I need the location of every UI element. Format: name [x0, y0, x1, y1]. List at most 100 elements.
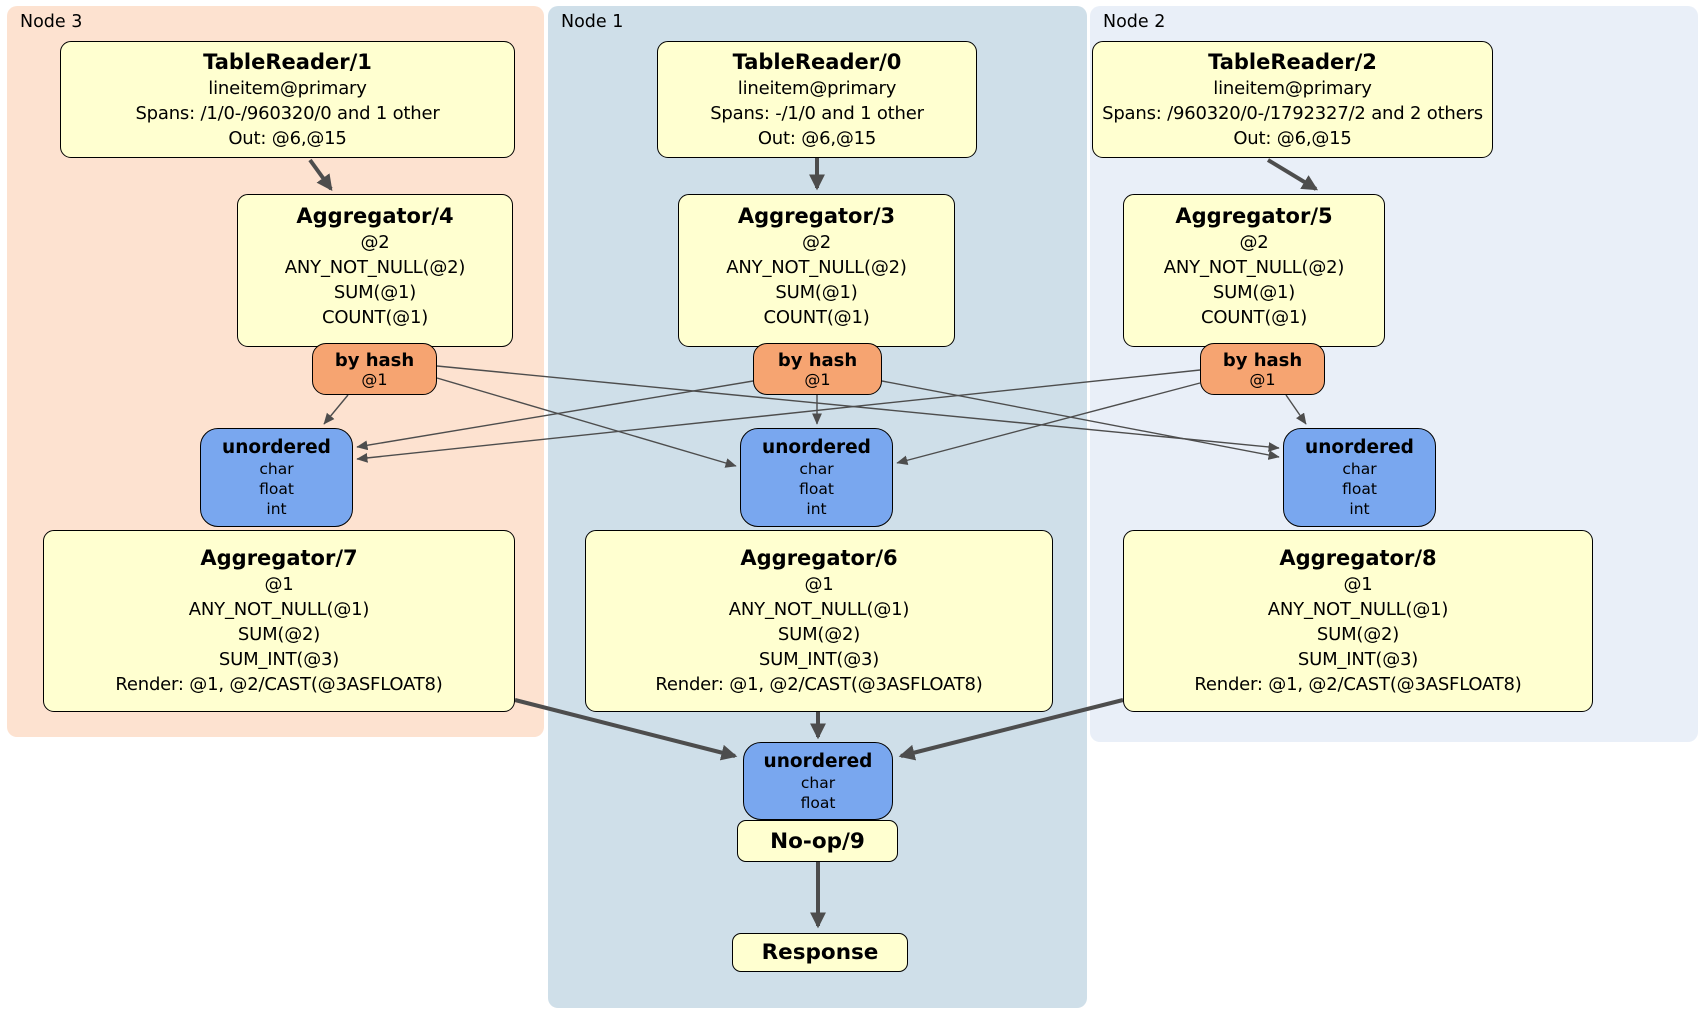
router-key: @1 — [804, 369, 831, 389]
processor-tablereader-2: TableReader/2 lineitem@primary Spans: /9… — [1092, 41, 1493, 158]
processor-title: TableReader/1 — [203, 49, 372, 74]
router-title: by hash — [777, 349, 858, 371]
router-key: @1 — [1249, 369, 1276, 389]
router-title: by hash — [334, 349, 415, 371]
processor-detail: ANY_NOT_NULL(@1) — [188, 599, 370, 620]
processor-detail: Render: @1, @2/CAST(@3ASFLOAT8) — [115, 674, 443, 695]
sync-column-type: int — [806, 500, 827, 518]
sync-title: unordered — [763, 750, 873, 772]
sync-title: unordered — [762, 437, 871, 458]
processor-detail: Spans: -/1/0 and 1 other — [710, 102, 924, 124]
processor-aggregator-5: Aggregator/5 @2 ANY_NOT_NULL(@2) SUM(@1)… — [1123, 194, 1385, 347]
processor-detail: COUNT(@1) — [321, 307, 429, 328]
sync-column-type: char — [800, 773, 836, 792]
response-box: Response — [732, 933, 908, 972]
node3-label: Node 3 — [20, 12, 83, 32]
processor-detail: @1 — [1343, 574, 1373, 595]
processor-title: TableReader/0 — [732, 49, 902, 74]
processor-detail: ANY_NOT_NULL(@1) — [1267, 599, 1449, 620]
node1-label: Node 1 — [561, 12, 624, 32]
processor-aggregator-8: Aggregator/8 @1 ANY_NOT_NULL(@1) SUM(@2)… — [1123, 530, 1593, 712]
processor-detail: Out: @6,@15 — [1233, 127, 1352, 149]
processor-detail: lineitem@primary — [737, 77, 897, 99]
processor-detail: SUM_INT(@3) — [1297, 649, 1419, 670]
processor-title: TableReader/2 — [1208, 49, 1377, 74]
edge-tr2-agg5 — [1266, 158, 1319, 191]
processor-detail: @1 — [804, 574, 834, 595]
processor-detail: ANY_NOT_NULL(@2) — [284, 257, 466, 278]
processor-detail: Out: @6,@15 — [228, 127, 347, 149]
processor-detail: lineitem@primary — [1213, 77, 1372, 99]
sync-column-type: char — [1342, 460, 1377, 478]
processor-detail: Spans: /960320/0-/1792327/2 and 2 others — [1102, 102, 1483, 124]
unordered-sync-middle: unordered char float int — [740, 428, 893, 527]
sync-column-type: int — [266, 500, 287, 518]
processor-detail: COUNT(@1) — [763, 307, 870, 328]
node2-label: Node 2 — [1103, 12, 1166, 32]
processor-noop-9: No-op/9 — [737, 820, 898, 862]
edge-hashR-syncM — [896, 382, 1201, 466]
processor-aggregator-7: Aggregator/7 @1 ANY_NOT_NULL(@1) SUM(@2)… — [43, 530, 515, 712]
processor-detail: SUM_INT(@3) — [758, 649, 880, 670]
processor-detail: ANY_NOT_NULL(@1) — [728, 599, 910, 620]
processor-detail: SUM(@2) — [237, 624, 321, 645]
sync-column-type: float — [1342, 480, 1377, 498]
processor-detail: SUM(@1) — [1212, 282, 1296, 303]
edge-hashL-syncR — [436, 365, 1280, 452]
processor-detail: @2 — [360, 232, 390, 253]
processor-title: Aggregator/8 — [1279, 546, 1437, 570]
edge-tr1-agg4 — [308, 158, 333, 191]
sync-title: unordered — [1305, 437, 1414, 458]
processor-detail: SUM(@2) — [777, 624, 861, 645]
sync-column-type: float — [800, 793, 836, 812]
processor-detail: ANY_NOT_NULL(@2) — [726, 257, 907, 278]
processor-title: Aggregator/6 — [740, 546, 898, 570]
processor-title: Aggregator/3 — [737, 204, 896, 228]
sync-column-type: float — [259, 480, 294, 498]
processor-detail: @2 — [801, 232, 832, 253]
edge-hashL-syncM — [436, 377, 737, 468]
processor-detail: lineitem@primary — [208, 77, 367, 99]
edge-hashM-syncL — [356, 380, 754, 451]
hash-router-middle: by hash @1 — [753, 343, 882, 395]
sync-title: unordered — [222, 437, 331, 458]
processor-detail: ANY_NOT_NULL(@2) — [1163, 257, 1345, 278]
unordered-sync-right: unordered char float int — [1283, 428, 1436, 527]
processor-detail: Out: @6,@15 — [757, 127, 877, 149]
processor-detail: Render: @1, @2/CAST(@3ASFLOAT8) — [655, 674, 983, 695]
processor-aggregator-4: Aggregator/4 @2 ANY_NOT_NULL(@2) SUM(@1)… — [237, 194, 513, 347]
processor-tablereader-1: TableReader/1 lineitem@primary Spans: /1… — [60, 41, 515, 158]
processor-detail: COUNT(@1) — [1200, 307, 1308, 328]
processor-aggregator-3: Aggregator/3 @2 ANY_NOT_NULL(@2) SUM(@1)… — [678, 194, 955, 347]
processor-detail: SUM(@1) — [775, 282, 858, 303]
processor-detail: SUM(@1) — [333, 282, 417, 303]
hash-router-right: by hash @1 — [1200, 343, 1325, 395]
unordered-sync-left: unordered char float int — [200, 428, 353, 527]
processor-title: Aggregator/4 — [296, 204, 454, 228]
sync-column-type: int — [1349, 500, 1370, 518]
processor-detail: Render: @1, @2/CAST(@3ASFLOAT8) — [1194, 674, 1522, 695]
processor-title: Aggregator/7 — [200, 546, 358, 570]
processor-detail: @2 — [1239, 232, 1269, 253]
unordered-sync-final: unordered char float — [743, 742, 893, 820]
processor-detail: @1 — [264, 574, 294, 595]
sync-column-type: float — [799, 480, 834, 498]
edge-hashM-syncR — [881, 380, 1280, 460]
hash-router-left: by hash @1 — [312, 343, 437, 395]
processor-tablereader-0: TableReader/0 lineitem@primary Spans: -/… — [657, 41, 977, 158]
edge-hashL-syncL — [323, 394, 349, 425]
edge-agg8-final-sync — [898, 698, 1124, 761]
edge-hashR-syncL — [356, 369, 1201, 463]
edge-agg7-final-sync — [514, 698, 738, 761]
processor-title: Aggregator/5 — [1175, 204, 1333, 228]
processor-detail: Spans: /1/0-/960320/0 and 1 other — [135, 102, 440, 124]
sync-column-type: char — [259, 460, 294, 478]
processor-detail: SUM_INT(@3) — [218, 649, 340, 670]
processor-detail: SUM(@2) — [1316, 624, 1400, 645]
sync-column-type: char — [799, 460, 834, 478]
edge-hashR-syncR — [1285, 394, 1307, 425]
processor-aggregator-6: Aggregator/6 @1 ANY_NOT_NULL(@1) SUM(@2)… — [585, 530, 1053, 712]
router-key: @1 — [361, 369, 388, 389]
